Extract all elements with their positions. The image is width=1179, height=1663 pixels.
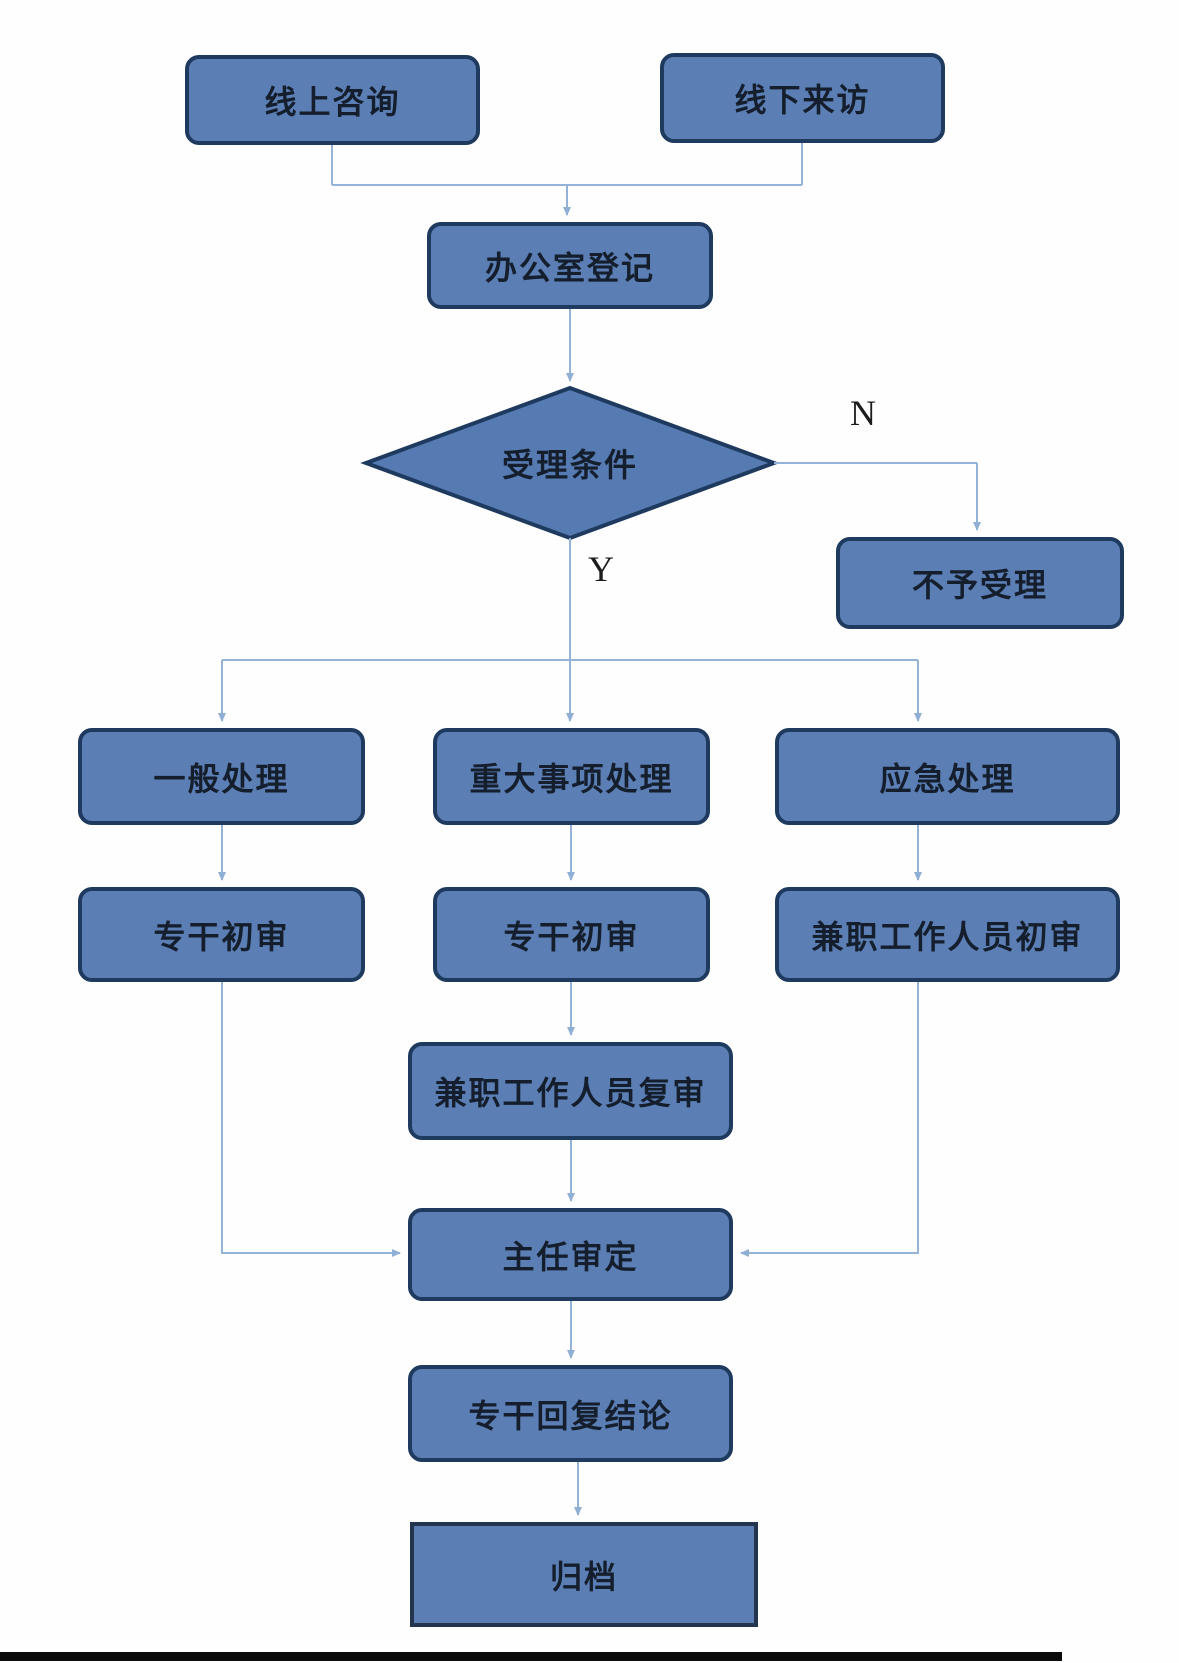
node-general-handling-label: 一般处理 (153, 760, 290, 797)
node-archive: 归档 (410, 1522, 758, 1627)
node-acceptance-condition-label: 受理条件 (501, 447, 638, 483)
node-director-approval-label: 主任审定 (502, 1238, 639, 1275)
node-office-register: 办公室登记 (427, 222, 713, 309)
node-emergency-handling-label: 应急处理 (879, 760, 1016, 797)
node-reject: 不予受理 (836, 537, 1124, 629)
node-online-consult: 线上咨询 (185, 55, 480, 145)
node-director-approval: 主任审定 (408, 1208, 733, 1301)
node-online-consult-label: 线上咨询 (264, 84, 401, 120)
node-major-first-review: 专干初审 (433, 887, 710, 982)
node-offline-visit: 线下来访 (660, 53, 945, 143)
node-reply-conclusion-label: 专干回复结论 (468, 1397, 673, 1434)
node-reply-conclusion: 专干回复结论 (408, 1365, 733, 1462)
node-major-handling: 重大事项处理 (433, 728, 710, 825)
node-emergency-first-review: 兼职工作人员初审 (775, 887, 1120, 982)
node-general-first-review: 专干初审 (78, 887, 365, 982)
node-general-handling: 一般处理 (78, 728, 365, 825)
node-emergency-first-review-label: 兼职工作人员初审 (811, 918, 1084, 955)
node-acceptance-condition: 受理条件 (420, 433, 720, 493)
branch-label-no: N (850, 393, 876, 433)
node-emergency-handling: 应急处理 (775, 728, 1120, 825)
node-major-first-review-label: 专干初审 (503, 918, 640, 955)
node-reject-label: 不予受理 (911, 567, 1048, 603)
branch-label-yes: Y (588, 549, 614, 589)
bottom-edge-bar (0, 1652, 1062, 1661)
node-major-handling-label: 重大事项处理 (469, 760, 674, 797)
node-recheck-label: 兼职工作人员复审 (434, 1075, 707, 1111)
node-offline-visit-label: 线下来访 (734, 82, 871, 118)
node-office-register-label: 办公室登记 (484, 249, 655, 286)
node-recheck: 兼职工作人员复审 (408, 1042, 733, 1140)
node-general-first-review-label: 专干初审 (153, 918, 290, 955)
node-archive-label: 归档 (549, 1558, 618, 1595)
